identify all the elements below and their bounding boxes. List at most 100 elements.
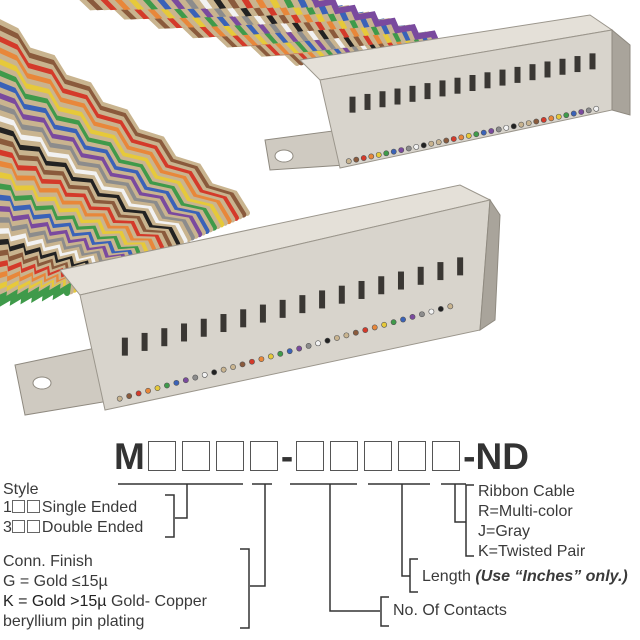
wire [0,126,181,248]
wire-end [398,147,405,153]
leader-length [401,484,410,577]
wire-end [518,121,525,128]
wire-end [360,155,367,161]
contact-slot [220,314,227,333]
wire-end [145,387,151,394]
wire [0,189,140,265]
wire-end [428,308,435,315]
leader-style [175,484,188,519]
wire [0,75,214,233]
finish-k-desc: Gold- Copper [106,593,208,610]
wire-end [390,148,397,155]
contact-slot [417,266,424,285]
wire [0,155,162,256]
wire-end [563,112,570,119]
digit-box [398,441,427,472]
wire-end [353,156,360,163]
wire-end [435,139,442,146]
style-heading: Style [3,481,39,498]
wire-end [533,118,540,125]
wire-end [116,395,123,402]
digit-box [26,520,40,533]
wire-end [390,319,397,326]
contact-slot [529,64,536,81]
wire-end [352,329,359,336]
wire-end [249,358,255,365]
cable-option-r: R=Multi-color [478,503,573,520]
finish-heading: Conn. Finish [3,553,93,570]
contact-slot [559,58,566,75]
wire [0,24,247,218]
contact-slot [299,295,306,314]
wire-end [211,369,218,376]
wire-end [173,379,180,386]
digit-box [181,441,210,472]
wire [0,166,155,259]
contact-slot [121,337,128,356]
wire-end [126,393,133,399]
wire-end [548,115,555,122]
style-code: 3 [3,519,12,536]
wire [0,109,192,243]
wire-end [473,131,480,138]
wire-end [258,356,265,362]
wire-end [578,109,585,115]
wire [0,183,144,264]
wire [0,149,166,254]
wire-end [503,124,510,131]
wire [0,172,151,261]
contact-slot [394,88,401,105]
wire [311,0,440,46]
bracket-cable [465,484,474,557]
contact-slot [161,328,168,347]
wire-end [182,377,189,384]
wire [0,143,170,252]
wire-end [409,313,416,320]
wire [0,177,148,262]
wire-end [286,348,293,355]
lower-connector [14,184,501,416]
wire-end [230,364,236,370]
wire-end [540,117,547,123]
wire-end [593,105,600,112]
lower-cable-bundle [0,19,250,307]
part-suffix: -ND [463,436,529,477]
digit-box [26,500,40,513]
wire-end [480,129,487,136]
wire-end [383,150,390,157]
contact-slot [378,276,385,295]
wire-end [428,140,435,147]
contact-slot [469,75,476,91]
mounting-hole [32,376,52,390]
wire [0,115,188,244]
wire-end [343,332,350,339]
part-separator: - [280,436,294,477]
part-prefix: M [114,436,145,477]
wire [0,132,177,249]
wire-end [368,153,375,160]
contact-slot [514,66,521,83]
wire-end [495,126,502,133]
finish-option-g: G = Gold ≤15µ [3,573,108,590]
contact-slot [574,56,581,73]
wire-end [371,324,378,331]
leader-cable [454,484,466,523]
finish-option-k-line2: beryllium pin plating [3,613,145,630]
mounting-hole [274,149,294,163]
bracket-length [409,558,418,593]
wire-end [315,340,321,347]
wire [0,138,173,251]
wire [0,81,210,234]
wire [0,121,184,246]
length-label: Length (Use “Inches” only.) [422,568,628,586]
wire-end [413,144,420,150]
wire-end [443,137,450,144]
leader-contacts [329,484,380,612]
wire [0,58,225,228]
length-note: (Use “Inches” only.) [475,568,628,585]
contact-slot [409,85,416,102]
wire [0,200,133,269]
wire-end [458,134,465,141]
